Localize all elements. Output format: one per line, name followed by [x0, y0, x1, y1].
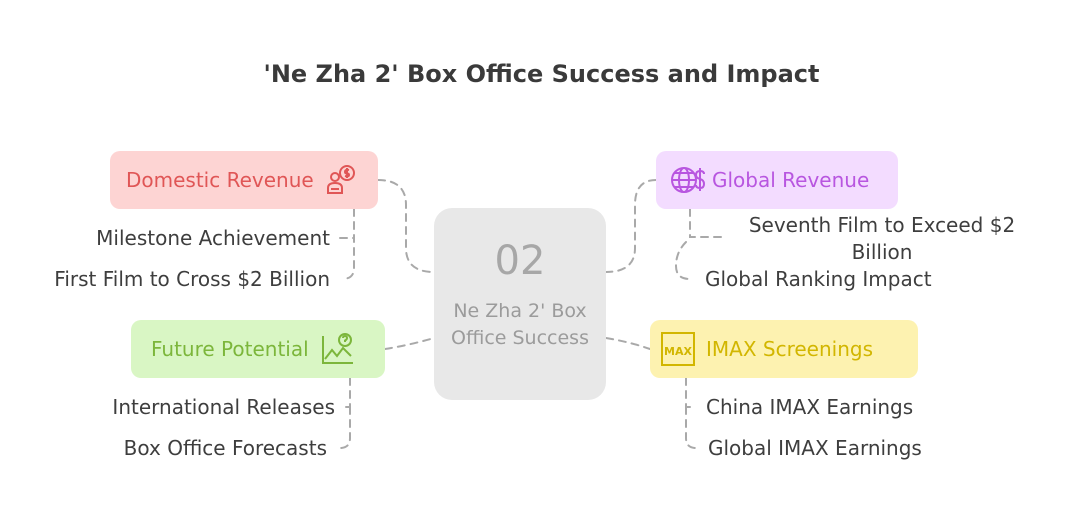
branch-future-label: Future Potential: [151, 337, 309, 361]
item-seventh-film-2-billion: Seventh Film to Exceed $2 Billion: [748, 213, 1016, 264]
branch-imax-screenings: MAX IMAX Screenings: [650, 320, 918, 378]
connector-global-items: [674, 208, 723, 280]
connector-future: [384, 337, 435, 350]
branch-future-potential: Future Potential: [131, 320, 385, 378]
branch-domestic-label: Domestic Revenue: [126, 168, 314, 192]
connector-domestic-items: [339, 208, 355, 280]
item-china-imax-earnings: China IMAX Earnings: [706, 395, 914, 419]
money-person-icon: [326, 165, 355, 194]
item-box-office-forecasts: Box Office Forecasts: [123, 436, 327, 460]
globe-dollar-icon: [671, 167, 706, 193]
center-node: 02 Ne Zha 2' Box Office Success: [434, 208, 606, 400]
branch-global-revenue: Global Revenue: [656, 151, 898, 209]
connector-global: [605, 179, 657, 273]
item-global-imax-earnings: Global IMAX Earnings: [708, 436, 922, 460]
imax-icon: MAX: [661, 332, 695, 366]
center-number: 02: [494, 238, 546, 284]
branch-imax-label: IMAX Screenings: [706, 337, 874, 361]
imax-icon-text: MAX: [664, 345, 692, 358]
branch-global-label: Global Revenue: [712, 168, 870, 192]
item-international-releases: International Releases: [112, 395, 335, 419]
item-first-film-2-billion: First Film to Cross $2 Billion: [54, 267, 330, 291]
connector-domestic: [377, 179, 435, 273]
item-global-ranking-impact: Global Ranking Impact: [705, 267, 932, 291]
diagram-title: 'Ne Zha 2' Box Office Success and Impact: [263, 60, 820, 88]
chart-question-icon: [321, 333, 353, 364]
connector-future-items: [339, 377, 351, 449]
connector-imax-items: [685, 377, 697, 449]
branch-domestic-revenue: Domestic Revenue: [110, 151, 378, 209]
center-label: Ne Zha 2' Box Office Success: [451, 300, 589, 349]
connector-imax: [605, 337, 651, 350]
item-milestone-achievement: Milestone Achievement: [96, 226, 330, 250]
